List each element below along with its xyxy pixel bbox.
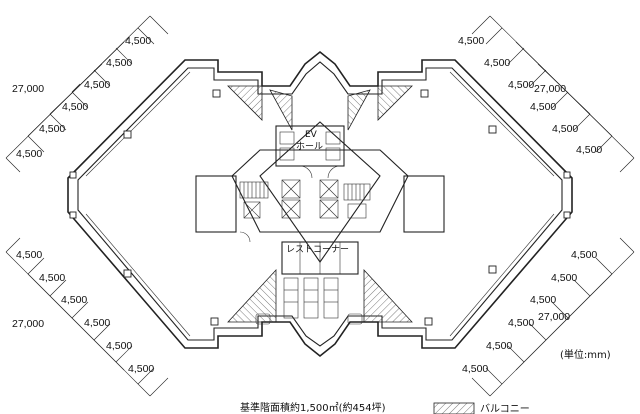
elevator-shafts bbox=[243, 179, 339, 219]
dim-ul-4: 4,500 bbox=[84, 79, 110, 91]
column bbox=[123, 269, 132, 278]
building-outline bbox=[67, 50, 573, 358]
restroom-label: レストコーナー bbox=[286, 244, 349, 255]
toilet-stalls bbox=[255, 277, 363, 325]
dim-ur-5: 4,500 bbox=[530, 101, 556, 113]
dim-ur-6: 4,500 bbox=[552, 123, 578, 135]
dimension-group-upper-left: 4,500 4,500 27,000 4,500 4,500 4,500 4,5… bbox=[12, 35, 151, 160]
dim-ll-4: 27,000 bbox=[12, 318, 44, 330]
column bbox=[424, 317, 433, 326]
dim-ul-1: 4,500 bbox=[125, 35, 151, 47]
dimension-group-lower-left: 4,500 4,500 4,500 27,000 4,500 4,500 4,5… bbox=[12, 249, 154, 375]
ev-hall-label-line2: ホール bbox=[296, 141, 323, 152]
dim-ur-4: 4,500 bbox=[508, 79, 534, 91]
balcony-top-left bbox=[227, 85, 263, 121]
dim-ll-5: 4,500 bbox=[84, 317, 110, 329]
dim-ul-3: 27,000 bbox=[12, 83, 44, 95]
column bbox=[212, 89, 221, 98]
dim-lr-2: 4,500 bbox=[551, 272, 577, 284]
balcony-areas bbox=[227, 85, 413, 323]
unit-label: (単位:mm) bbox=[560, 348, 611, 361]
dim-ll-3: 4,500 bbox=[61, 294, 87, 306]
ev-hall bbox=[275, 125, 345, 167]
column bbox=[69, 171, 77, 179]
dim-ur-3: 27,000 bbox=[534, 83, 566, 95]
balcony-bottom-left bbox=[227, 268, 277, 323]
column bbox=[488, 265, 497, 274]
balcony-top-mid-right bbox=[347, 89, 371, 131]
dimension-group-lower-right: 4,500 4,500 4,500 27,000 4,500 4,500 4,5… bbox=[462, 249, 597, 375]
dim-ur-1: 4,500 bbox=[458, 35, 484, 47]
ev-hall-label-line1: EV bbox=[305, 130, 318, 140]
dim-ll-2: 4,500 bbox=[39, 272, 65, 284]
dim-ur-7: 4,500 bbox=[576, 144, 602, 156]
dim-lr-1: 4,500 bbox=[571, 249, 597, 261]
balcony-top-right bbox=[377, 85, 413, 121]
dim-lr-6: 4,500 bbox=[486, 340, 512, 352]
dim-ul-6: 4,500 bbox=[39, 123, 65, 135]
staircase-left bbox=[239, 181, 269, 199]
dim-lr-3: 4,500 bbox=[530, 294, 556, 306]
column bbox=[488, 125, 497, 134]
dim-ul-7: 4,500 bbox=[16, 148, 42, 160]
columns bbox=[69, 89, 571, 326]
legend-hatch-swatch bbox=[433, 402, 475, 414]
dim-ul-2: 4,500 bbox=[106, 57, 132, 69]
dim-lr-7: 4,500 bbox=[462, 363, 488, 375]
area-caption: 基準階面積約1,500㎡(約454坪) bbox=[240, 401, 386, 414]
column bbox=[563, 171, 571, 179]
dim-ll-1: 4,500 bbox=[16, 249, 42, 261]
column bbox=[69, 211, 77, 219]
dimension-lines bbox=[5, 15, 635, 397]
column bbox=[563, 211, 571, 219]
dim-lr-5: 4,500 bbox=[508, 317, 534, 329]
dim-ll-7: 4,500 bbox=[128, 363, 154, 375]
legend: バルコニー bbox=[433, 402, 530, 414]
dim-ll-6: 4,500 bbox=[106, 340, 132, 352]
dim-ul-5: 4,500 bbox=[62, 101, 88, 113]
balcony-top-mid-left bbox=[269, 89, 293, 131]
balcony-bottom-right bbox=[363, 268, 413, 323]
legend-label: バルコニー bbox=[480, 403, 530, 414]
central-core bbox=[195, 121, 445, 325]
dimension-group-upper-right: 4,500 4,500 27,000 4,500 4,500 4,500 4,5… bbox=[458, 35, 602, 156]
column bbox=[210, 317, 219, 326]
column bbox=[123, 130, 132, 139]
dim-lr-4: 27,000 bbox=[538, 311, 570, 323]
dim-ur-2: 4,500 bbox=[484, 57, 510, 69]
staircase-right bbox=[343, 183, 371, 219]
column bbox=[420, 89, 429, 98]
